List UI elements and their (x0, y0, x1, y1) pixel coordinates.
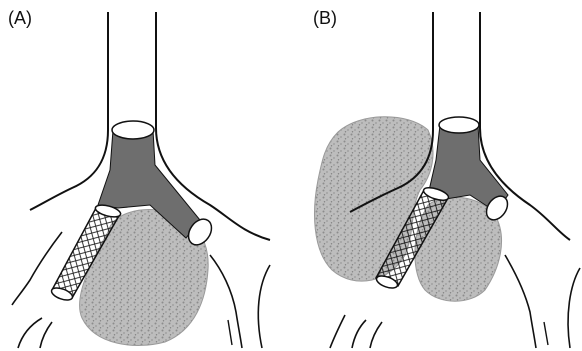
right-lower-branch-b (505, 255, 536, 348)
trachea-opening-b (439, 117, 479, 133)
right-lung-curve-b (568, 268, 580, 348)
left-lower-branch-b2 (352, 320, 366, 348)
left-lower-branch-3 (40, 322, 52, 348)
panel-a (12, 12, 270, 348)
left-lower-branch-2 (18, 318, 42, 348)
left-lower-branch-b (330, 315, 345, 348)
trachea-opening (112, 121, 154, 139)
right-arrow-mark-b (544, 322, 548, 345)
panel-b (315, 12, 580, 348)
right-lung-curve (258, 265, 270, 348)
trachea-left-wall (30, 12, 108, 210)
right-lower-branch (210, 255, 242, 348)
right-arrow-mark (228, 320, 232, 345)
left-lower-branch-b3 (370, 322, 382, 348)
